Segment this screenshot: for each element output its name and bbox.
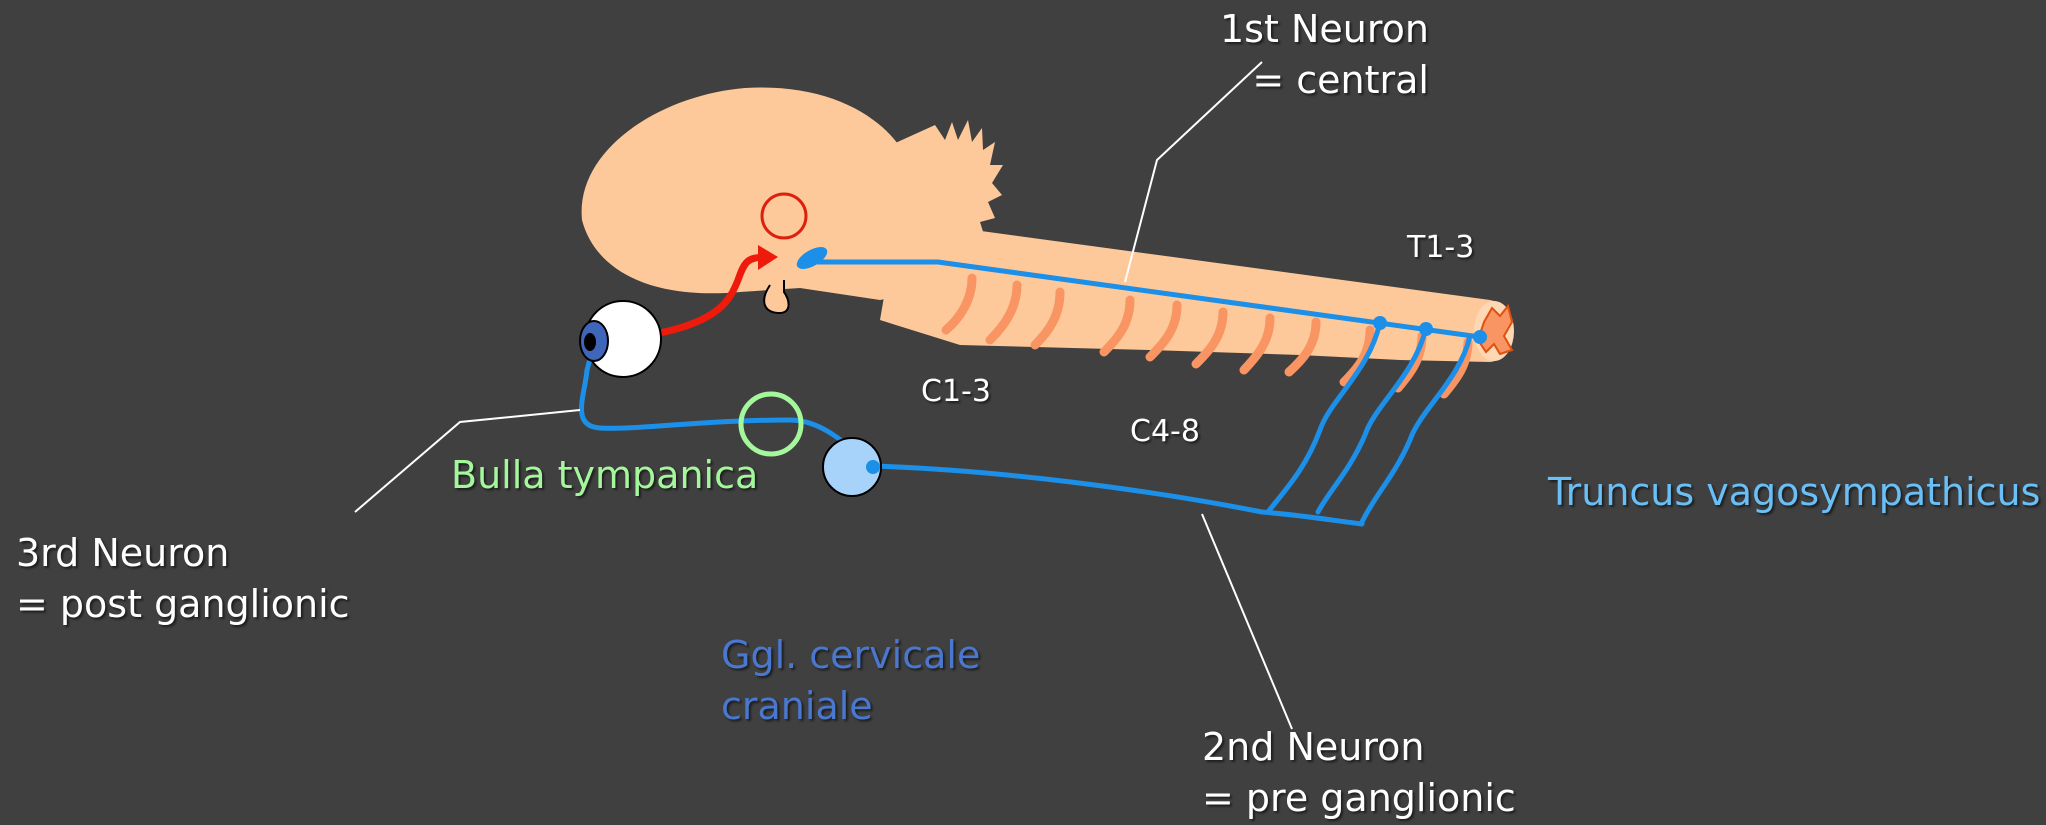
second-neuron-path bbox=[872, 466, 1362, 524]
bulla-tympanica-label: Bulla tympanica bbox=[451, 450, 758, 501]
first-neuron-label: 1st Neuron = central bbox=[1220, 4, 1429, 106]
ggl-cervicale-label: Ggl. cervicale craniale bbox=[721, 630, 980, 732]
second-neuron-leader bbox=[1202, 514, 1292, 729]
bulla-tympanica-ring bbox=[741, 394, 801, 454]
synapse-point bbox=[1373, 316, 1387, 330]
c1-3-label: C1-3 bbox=[921, 374, 991, 410]
synapse-point bbox=[1419, 322, 1433, 336]
first-neuron-label-line2: = central bbox=[1220, 55, 1429, 106]
first-neuron-label-line1: 1st Neuron bbox=[1220, 4, 1429, 55]
third-neuron-label-line2: = post ganglionic bbox=[16, 579, 350, 630]
synapse-point bbox=[1473, 330, 1487, 344]
ggl-cervicale-label-line2: craniale bbox=[721, 681, 980, 732]
ganglion-synapse bbox=[866, 460, 880, 474]
ggl-cervicale-label-line1: Ggl. cervicale bbox=[721, 630, 980, 681]
third-neuron-label-line1: 3rd Neuron bbox=[16, 528, 350, 579]
c4-8-label: C4-8 bbox=[1130, 414, 1200, 450]
eye bbox=[580, 301, 661, 377]
second-neuron-label-line1: 2nd Neuron bbox=[1202, 722, 1516, 773]
second-neuron-label: 2nd Neuron = pre ganglionic bbox=[1202, 722, 1516, 824]
truncus-vagosympathicus-label: Truncus vagosympathicus bbox=[1548, 467, 2040, 518]
pupil bbox=[584, 333, 596, 351]
cerebrum bbox=[582, 87, 943, 300]
third-neuron-label: 3rd Neuron = post ganglionic bbox=[16, 528, 350, 630]
t1-3-label: T1-3 bbox=[1407, 230, 1474, 266]
second-neuron-label-line2: = pre ganglionic bbox=[1202, 773, 1516, 824]
